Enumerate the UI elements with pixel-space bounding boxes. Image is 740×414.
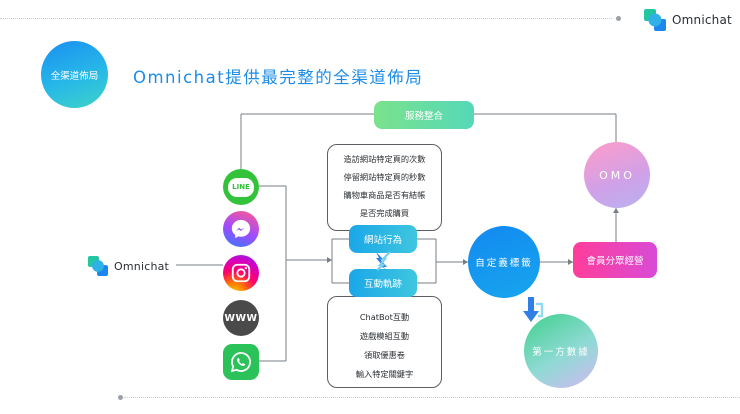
top-rail-dot bbox=[616, 16, 621, 21]
channel-instagram bbox=[223, 255, 259, 291]
top-rail bbox=[0, 18, 612, 19]
globe-icon: WWW bbox=[224, 312, 258, 324]
page-title: Omnichat提供最完整的全渠道佈局 bbox=[133, 68, 424, 87]
interaction-trace-label: 互動軌跡 bbox=[363, 279, 402, 290]
section-badge: 全渠道佈局 bbox=[41, 41, 108, 108]
list-item: ChatBot互動 bbox=[359, 312, 410, 322]
interaction-trace-pill: 互動軌跡 bbox=[349, 269, 417, 297]
member-segment-pill: 會員分眾經營 bbox=[573, 242, 657, 278]
list-item: 是否完成購買 bbox=[359, 208, 410, 218]
omnichat-node: Omnichat bbox=[88, 256, 169, 276]
service-integration-label: 服務整合 bbox=[404, 111, 443, 122]
interaction-trace-box: ChatBot互動 遊戲模組互動 領取優惠卷 輸入特定關鍵字 bbox=[327, 296, 442, 388]
custom-tag-label: 自定義標籤 bbox=[475, 258, 533, 269]
section-badge-text: 全渠道佈局 bbox=[50, 70, 99, 82]
website-behavior-pill: 網站行為 bbox=[349, 225, 417, 253]
omnichat-logo-icon bbox=[644, 9, 666, 31]
channel-whatsapp bbox=[223, 344, 259, 380]
line-icon: LINE bbox=[228, 177, 254, 197]
list-item: 遊戲模組互動 bbox=[359, 331, 410, 341]
list-item: 輸入特定關鍵字 bbox=[355, 369, 414, 379]
bottom-rail-dot bbox=[118, 395, 123, 400]
channel-messenger bbox=[223, 211, 259, 247]
member-segment-label: 會員分眾經營 bbox=[586, 256, 644, 267]
whatsapp-icon bbox=[230, 352, 251, 373]
bottom-rail bbox=[124, 397, 740, 398]
custom-tag-node: 自定義標籤 bbox=[468, 226, 540, 298]
service-integration-pill: 服務整合 bbox=[374, 101, 474, 129]
omnichat-logo-icon bbox=[88, 256, 108, 276]
brand-name: Omnichat bbox=[672, 13, 732, 27]
first-party-data-label: 第一方數據 bbox=[532, 347, 590, 358]
messenger-icon bbox=[231, 219, 251, 239]
list-item: 造訪網站特定頁的次數 bbox=[343, 154, 426, 164]
list-item: 領取優惠卷 bbox=[364, 350, 405, 360]
instagram-icon bbox=[231, 263, 251, 283]
website-behavior-label: 網站行為 bbox=[363, 235, 402, 246]
channel-web: WWW bbox=[223, 300, 259, 336]
website-behavior-box: 造訪網站特定頁的次數 停留網站特定頁的秒數 購物車商品是否有結帳 是否完成購買 bbox=[327, 144, 442, 231]
arrow-down-icon bbox=[523, 297, 544, 322]
swap-arrows-icon bbox=[376, 251, 391, 271]
first-party-data-node: 第一方數據 bbox=[524, 314, 598, 388]
omnichat-node-label: Omnichat bbox=[114, 259, 170, 273]
list-item: 購物車商品是否有結帳 bbox=[343, 190, 426, 200]
brand-header: Omnichat bbox=[644, 9, 732, 31]
list-item: 停留網站特定頁的秒數 bbox=[343, 172, 426, 182]
omo-label: OMO bbox=[599, 168, 635, 182]
channel-line: LINE bbox=[223, 169, 259, 205]
omo-node: OMO bbox=[584, 142, 650, 208]
